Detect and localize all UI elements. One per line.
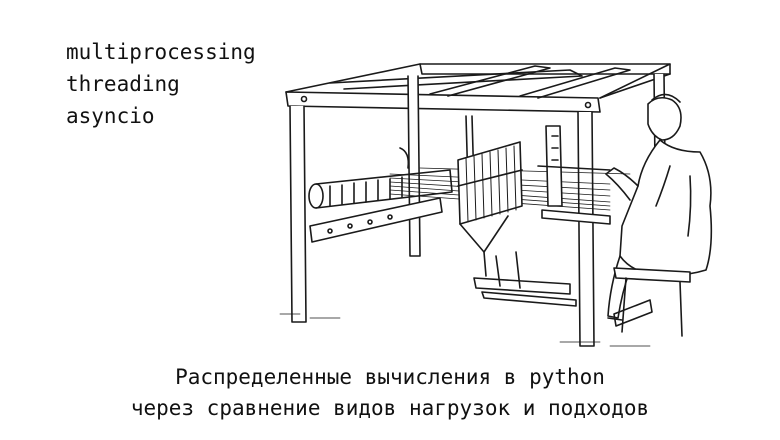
loom-illustration [279, 63, 713, 347]
topic-item: multiprocessing [66, 40, 256, 64]
loom-top-frame [285, 63, 671, 113]
topic-item: threading [66, 72, 180, 96]
loom-warp-roller [308, 147, 453, 243]
subtitle-line-1: Распределенные вычисления в python [175, 365, 605, 389]
weaver-figure [605, 93, 713, 321]
loom-heddles [457, 141, 523, 277]
weaver-stool [613, 267, 691, 337]
topic-item: asyncio [66, 104, 155, 128]
subtitle-line-2: через сравнение видов нагрузок и подходо… [130, 396, 650, 420]
topic-list: multiprocessing threading asyncio [66, 36, 256, 132]
loom-reed [537, 125, 611, 225]
loom-floor-shadow [279, 313, 651, 347]
